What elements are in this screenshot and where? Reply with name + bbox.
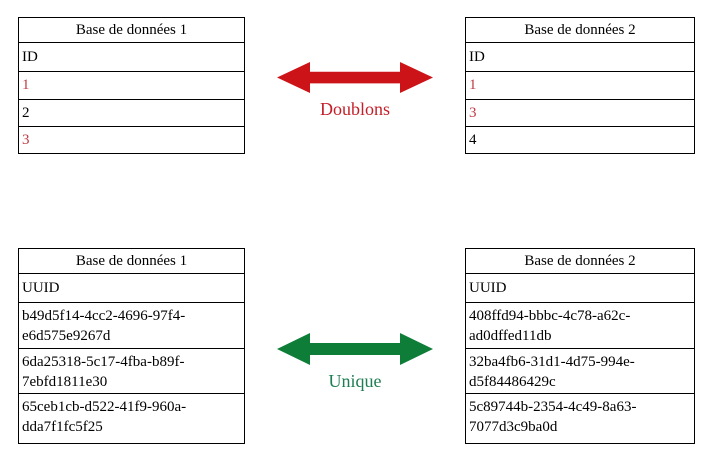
column-header: UUID [19,273,244,302]
table-row: 6da25318-5c17-4fba-b89f-7ebfd1811e30 [19,348,244,393]
column-header: ID [466,42,694,71]
column-header: UUID [466,273,694,302]
table-row: 65ceb1cb-d522-41f9-960a-dda7f1fc5f25 [19,393,244,443]
table-row: 1 [466,71,694,99]
table-row: 32ba4fb6-31d1-4d75-994e-d5f84486429c [466,348,694,393]
arrow-label: Unique [328,371,382,391]
table-row: 2 [19,99,244,126]
table-title: Base de données 2 [524,252,636,269]
column-header: ID [19,42,244,71]
table-row: 408ffd94-bbbc-4c78-a62c-ad0dffed11db [466,302,694,348]
db-table-id-left: Base de données 1 ID 1 2 3 [18,17,245,154]
table-row: 5c89744b-2354-4c49-8a63-7077d3c9ba0d [466,393,694,443]
doublons-arrow-group: Doublons [277,62,433,120]
table-title: Base de données 2 [524,21,636,38]
table-row: 3 [466,99,694,126]
table-title: Base de données 1 [75,21,188,38]
unique-arrow-group: Unique [277,333,433,392]
db-table-uuid-right: Base de données 2 UUID 408ffd94-bbbc-4c7… [465,248,695,444]
table-title: Base de données 1 [75,252,188,269]
table-row: b49d5f14-4cc2-4696-97f4-e6d575e9267d [19,302,244,348]
table-row: 4 [466,126,694,153]
table-row: 3 [19,126,244,153]
db-table-uuid-left: Base de données 1 UUID b49d5f14-4cc2-469… [18,248,245,444]
table-row: 1 [19,71,244,99]
db-table-id-right: Base de données 2 ID 1 3 4 [465,17,695,154]
arrow-label: Doublons [319,99,390,119]
double-arrow-icon [277,333,433,365]
double-arrow-icon [277,62,433,93]
